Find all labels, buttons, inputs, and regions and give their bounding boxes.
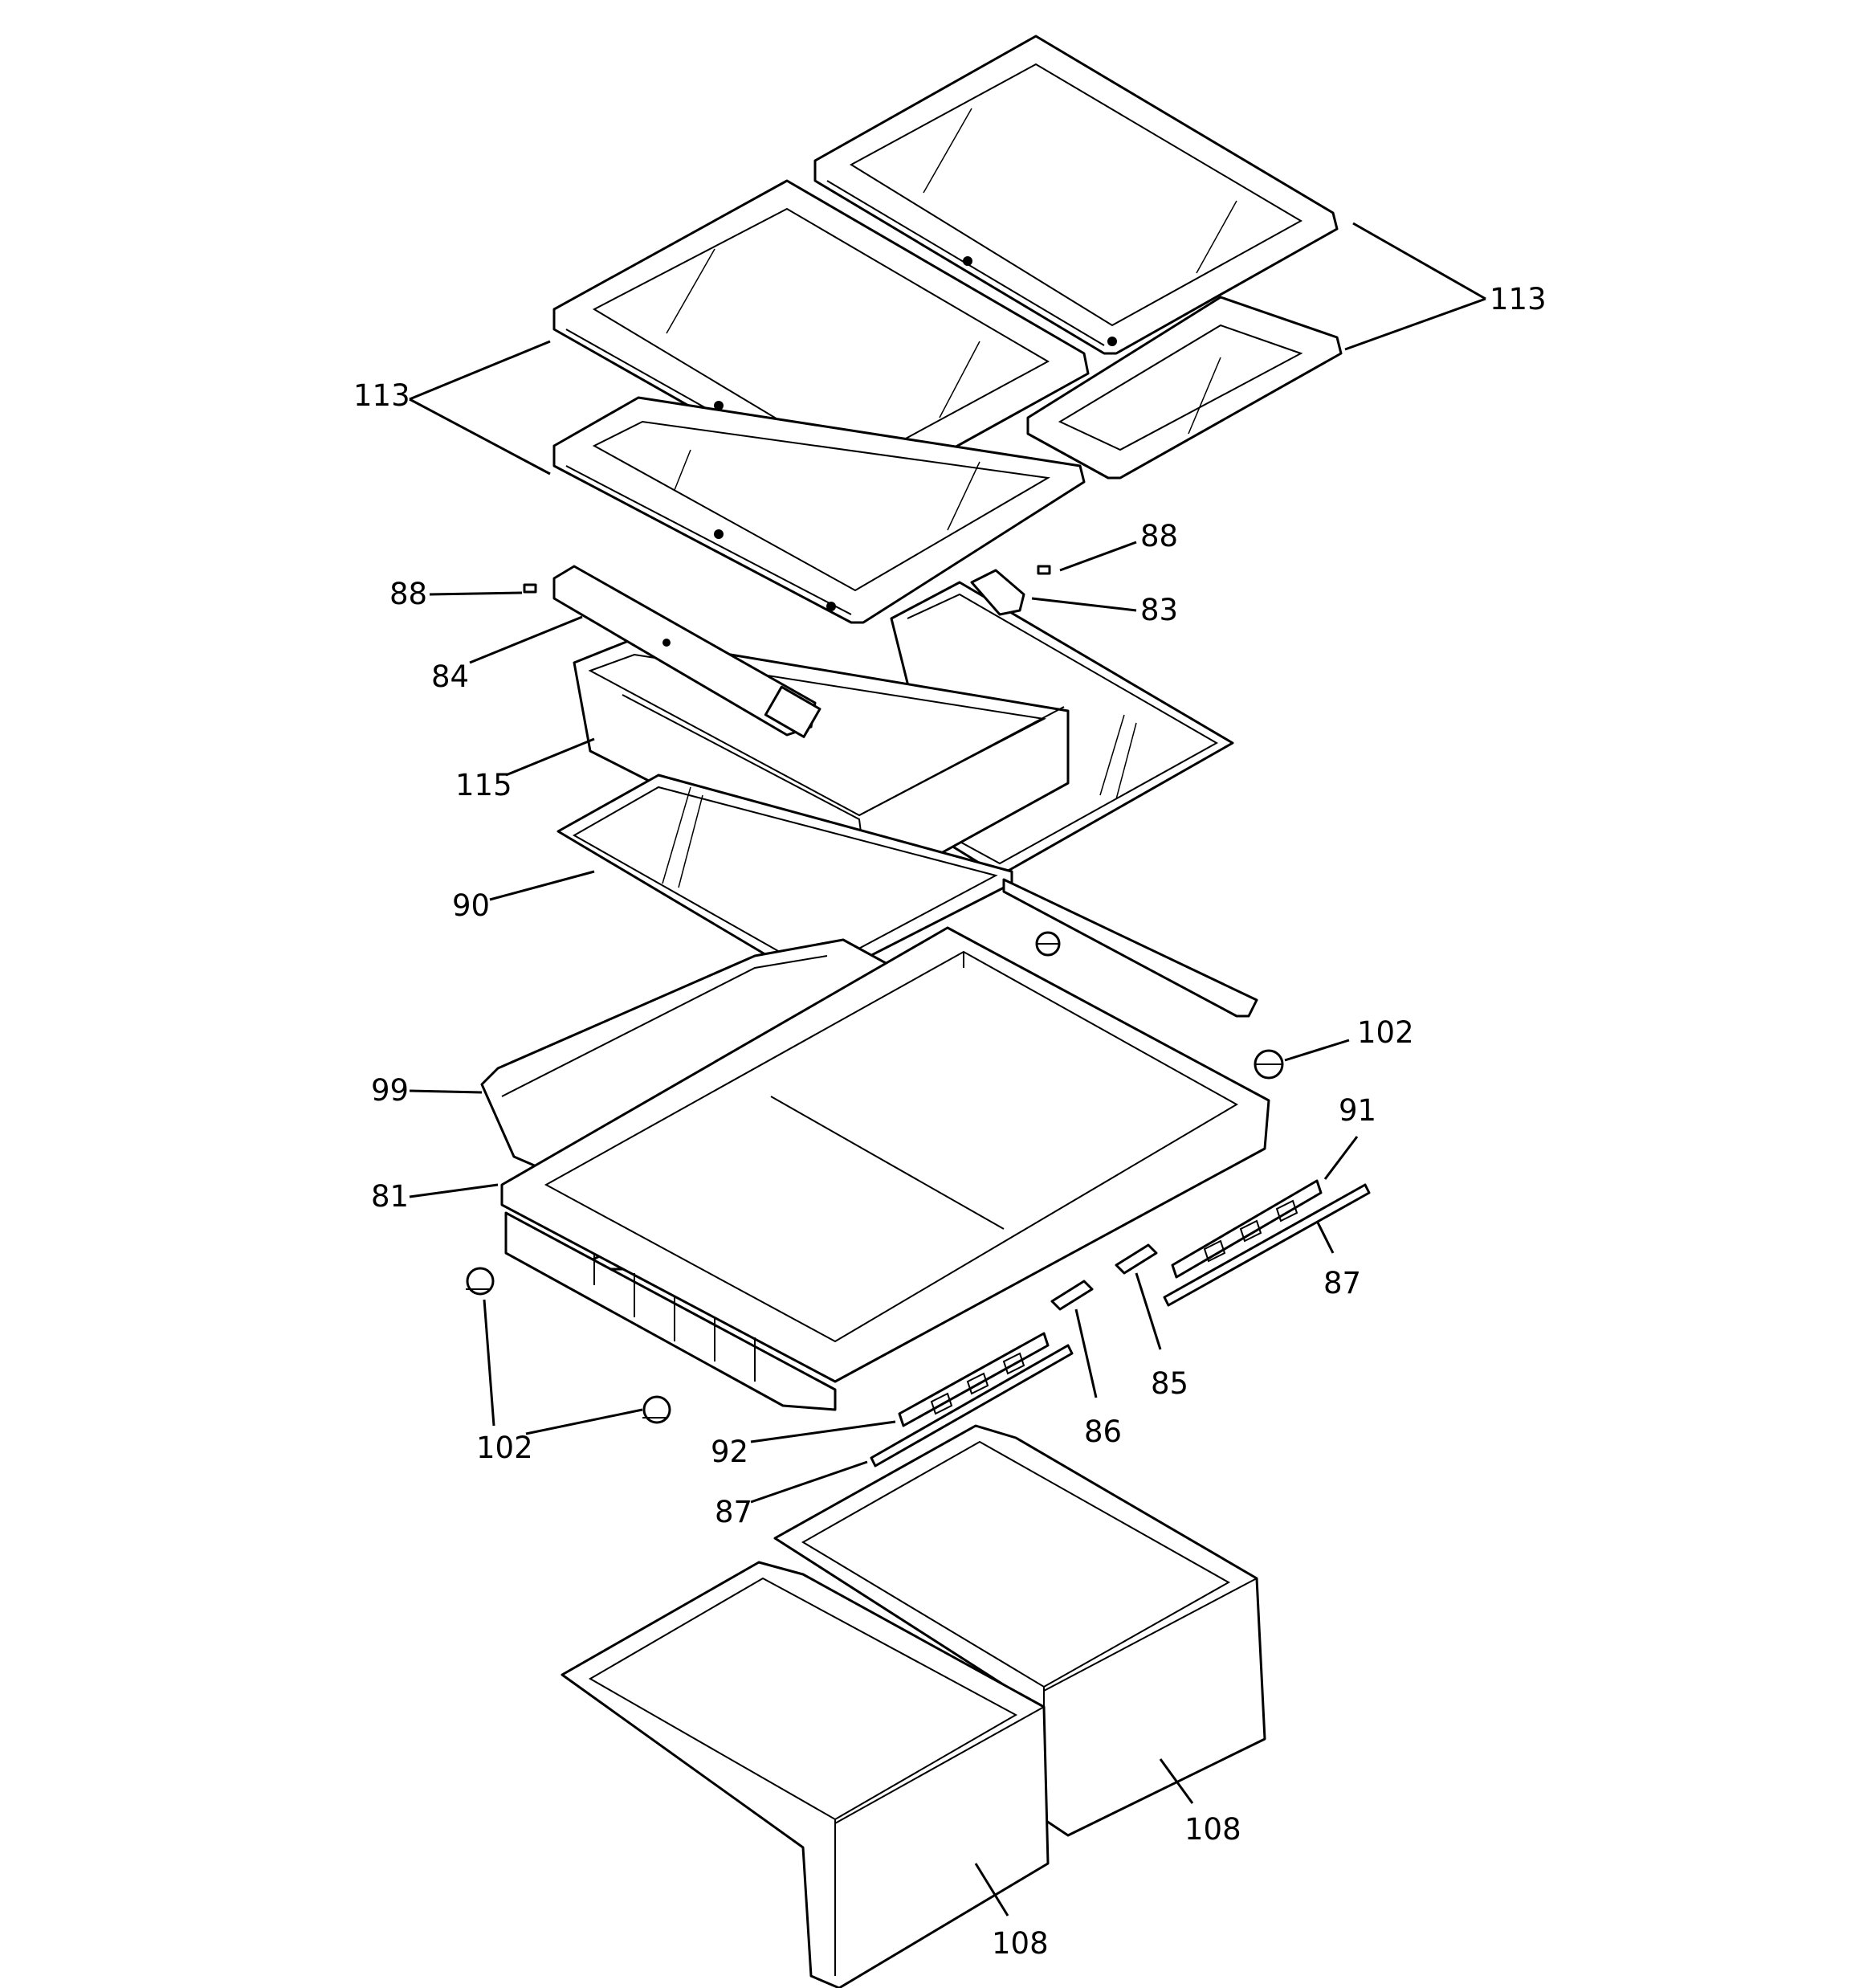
drawer-108-left bbox=[561, 1561, 1050, 1988]
roller-102-top bbox=[1035, 931, 1061, 957]
callout-86: 86 bbox=[1084, 1414, 1122, 1449]
callout-113-right: 113 bbox=[1490, 282, 1547, 316]
callout-92: 92 bbox=[711, 1435, 748, 1469]
leader-102-right bbox=[1284, 1039, 1350, 1062]
clip-86 bbox=[1050, 1280, 1094, 1311]
leader-87-right bbox=[1315, 1220, 1335, 1254]
callout-102-left: 102 bbox=[476, 1431, 533, 1465]
clip-85 bbox=[1115, 1243, 1158, 1275]
callout-99: 99 bbox=[371, 1073, 409, 1108]
slide-91 bbox=[1171, 1179, 1323, 1279]
callout-102-right: 102 bbox=[1357, 1015, 1414, 1050]
roller-102-right bbox=[1254, 1049, 1284, 1080]
callout-90: 90 bbox=[452, 888, 490, 923]
callout-83: 83 bbox=[1140, 593, 1178, 627]
leader-81 bbox=[409, 1183, 499, 1198]
leader-92 bbox=[750, 1420, 896, 1443]
leader-102-left-b bbox=[525, 1408, 643, 1435]
leader-83 bbox=[1031, 597, 1137, 612]
leader-91 bbox=[1323, 1136, 1359, 1180]
leader-113-left-a bbox=[409, 340, 551, 401]
callout-113-left: 113 bbox=[353, 378, 410, 413]
crisper-cover-81 bbox=[500, 926, 1270, 1411]
roller-102-left-a bbox=[466, 1267, 495, 1296]
leader-113-left-b bbox=[409, 398, 551, 476]
shelf-113-lower-right bbox=[1026, 296, 1343, 480]
leader-108-right bbox=[1159, 1758, 1194, 1804]
callout-87-right: 87 bbox=[1323, 1266, 1361, 1300]
callout-88-right: 88 bbox=[1140, 519, 1178, 553]
leader-113-right-a bbox=[1352, 222, 1486, 300]
leader-84 bbox=[469, 615, 583, 664]
callout-115: 115 bbox=[455, 768, 512, 802]
leader-113-right-b bbox=[1344, 297, 1486, 351]
leader-88-right bbox=[1059, 541, 1137, 572]
pin-88-left bbox=[523, 583, 537, 594]
callout-84: 84 bbox=[431, 659, 469, 694]
callout-81: 81 bbox=[371, 1179, 409, 1214]
shelf-113-upper-right bbox=[813, 35, 1339, 355]
callout-108-left: 108 bbox=[992, 1926, 1049, 1961]
callout-87-left: 87 bbox=[715, 1495, 752, 1529]
callout-labels: 113 113 88 88 83 84 115 90 102 99 91 81 … bbox=[353, 282, 1547, 1961]
leader-lines bbox=[409, 222, 1486, 1917]
leader-86 bbox=[1074, 1308, 1098, 1398]
roller-102-left-b bbox=[642, 1395, 671, 1424]
callout-91: 91 bbox=[1339, 1093, 1376, 1128]
shelf-113-upper-left bbox=[552, 179, 1090, 500]
shelf-113-lower-left bbox=[552, 396, 1086, 624]
leader-108-left bbox=[974, 1863, 1009, 1917]
rail-87-right bbox=[1163, 1183, 1371, 1307]
callout-88-left: 88 bbox=[389, 577, 427, 611]
leader-102-left-a bbox=[483, 1299, 495, 1427]
leader-99 bbox=[409, 1089, 483, 1094]
leader-85 bbox=[1135, 1272, 1162, 1350]
bracket-83 bbox=[970, 569, 1025, 616]
pin-88-right bbox=[1037, 565, 1051, 575]
rail-87-left bbox=[870, 1344, 1074, 1468]
bracket-84 bbox=[552, 565, 821, 738]
leader-88-left bbox=[429, 591, 523, 596]
slide-92 bbox=[898, 1332, 1050, 1427]
drawer-108-right bbox=[773, 1424, 1266, 1837]
rail-strip-right bbox=[1002, 878, 1258, 1018]
callout-108-right: 108 bbox=[1184, 1812, 1241, 1847]
leader-115 bbox=[505, 737, 595, 777]
callout-85: 85 bbox=[1151, 1366, 1188, 1401]
leader-87-left bbox=[750, 1460, 868, 1504]
leader-90 bbox=[489, 870, 595, 901]
